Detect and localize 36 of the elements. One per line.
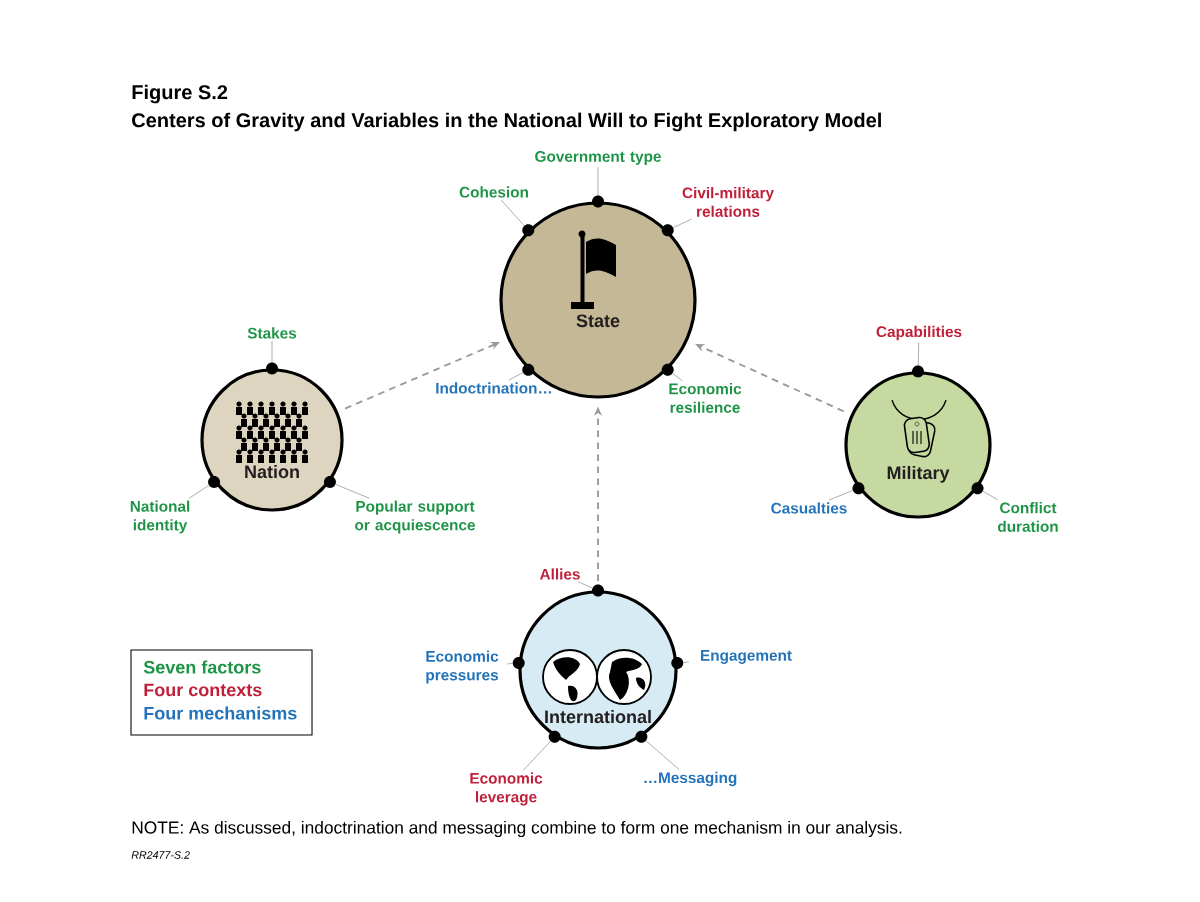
variable-label: Capabilities [876, 325, 962, 341]
leader-line [506, 663, 513, 665]
leader-line [188, 485, 210, 499]
figure-code: RR2477-S.2 [131, 851, 190, 859]
variable-label: Economic leverage [470, 772, 543, 806]
variable-label: Cohesion [459, 186, 528, 198]
variable-label: Allies [539, 568, 580, 580]
legend-entry: Seven factors [143, 660, 261, 674]
leader-line [500, 199, 525, 226]
leader-line [271, 340, 273, 363]
leader-line [597, 166, 599, 196]
leader-line [828, 490, 854, 501]
leader-line [577, 581, 593, 589]
note: NOTE: As discussed, indoctrination and messaging combine to form one mechanism in our analysis. [132, 820, 902, 838]
leader-line [335, 484, 370, 499]
leader-line [672, 373, 683, 382]
variable-label: Popular support or acquiescence [355, 500, 475, 534]
variable-label: National identity [130, 500, 190, 534]
legend-entry: Four contexts [144, 683, 262, 697]
leader-line [673, 218, 692, 228]
leader-line [508, 372, 524, 381]
leader-line [683, 661, 690, 663]
title: Centers of Gravity and Variables in the National Will to Fight Exploratory Model [132, 112, 881, 132]
legend-entry: Four mechanisms [144, 706, 297, 720]
variable-label: Conflict duration [997, 502, 1058, 532]
leader-line [645, 740, 680, 770]
leader-line [523, 740, 551, 771]
leader-line [982, 490, 999, 501]
variable-label: Economic pressures [426, 650, 499, 684]
variable-label: Casualties [771, 502, 847, 514]
variable-label: Engagement [701, 650, 792, 664]
figure-number: Figure S.2 [132, 84, 228, 104]
variable-label: …Messaging [644, 771, 737, 787]
variable-label: Stakes [247, 327, 297, 339]
variable-label: Government type [535, 151, 661, 165]
leader-line [917, 342, 920, 366]
